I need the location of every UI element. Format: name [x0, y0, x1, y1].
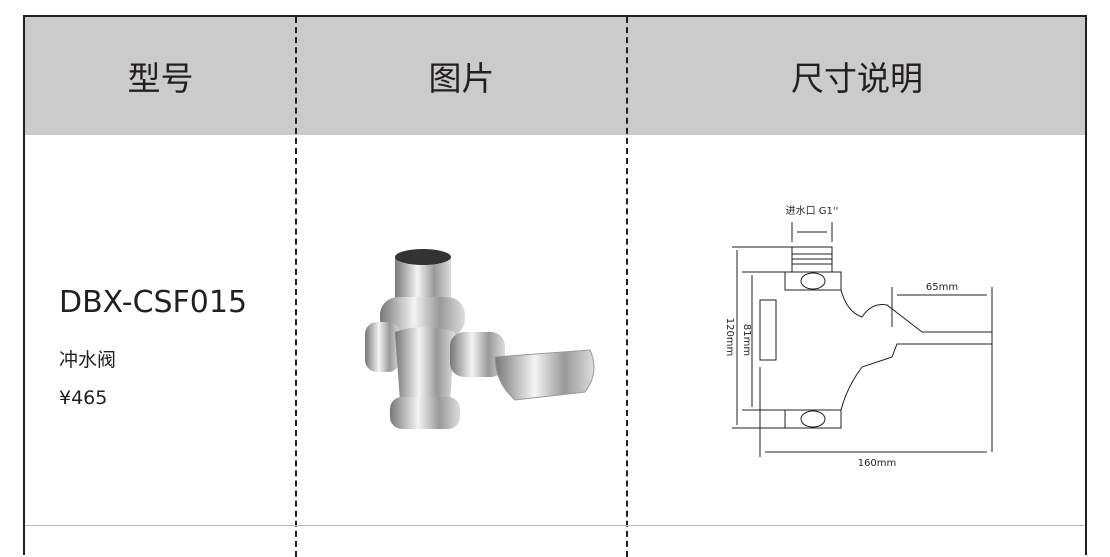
row-divider — [25, 525, 1085, 526]
product-name: 冲水阀 — [59, 349, 117, 371]
column-divider — [295, 17, 297, 557]
header-dimensions: 尺寸说明 — [791, 59, 923, 98]
header-image: 图片 — [428, 59, 495, 98]
inlet-label: 进水口 G1'' — [786, 205, 839, 217]
dimension-diagram: 进水口 G1'' 65mm 160mm 120mm 81mm — [724, 205, 993, 469]
spec-table: 型号 图片 尺寸说明 DBX-CSF015 冲水阀 ¥465 — [23, 15, 1087, 557]
height-total-label: 120mm — [724, 318, 735, 357]
pedal-length-label: 65mm — [926, 282, 958, 293]
table-header — [25, 17, 1085, 135]
product-price: ¥465 — [59, 387, 108, 409]
model-number: DBX-CSF015 — [59, 285, 248, 320]
header-model: 型号 — [127, 59, 194, 98]
width-label: 160mm — [858, 458, 897, 469]
column-divider — [626, 17, 628, 557]
height-body-label: 81mm — [741, 324, 752, 356]
product-photo — [365, 249, 595, 429]
